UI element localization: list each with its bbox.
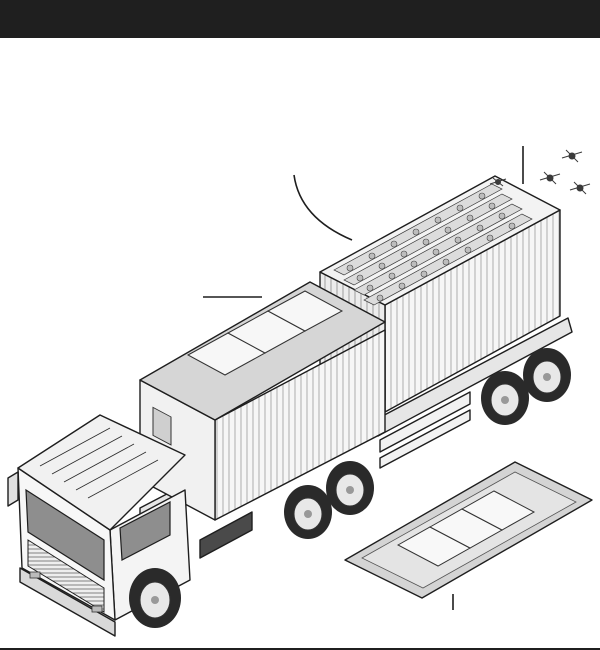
drone-icons [489, 149, 591, 195]
mid-wheels [199, 461, 374, 559]
drone-icon [539, 171, 561, 185]
drone-icon [489, 177, 507, 187]
header-bar [0, 0, 600, 38]
front-wheel [129, 568, 181, 628]
front-container [139, 281, 386, 529]
rear-wheels [481, 348, 571, 425]
battery-cells [346, 192, 516, 302]
arc-pointer [293, 174, 353, 241]
footer-rule [0, 648, 600, 650]
ground-solar-panel [344, 461, 593, 599]
truck-cab [7, 414, 191, 637]
drone-icon [569, 181, 591, 195]
callout-lines [203, 146, 524, 610]
roof-solar-panels [186, 290, 344, 376]
drone-icon [561, 149, 583, 163]
